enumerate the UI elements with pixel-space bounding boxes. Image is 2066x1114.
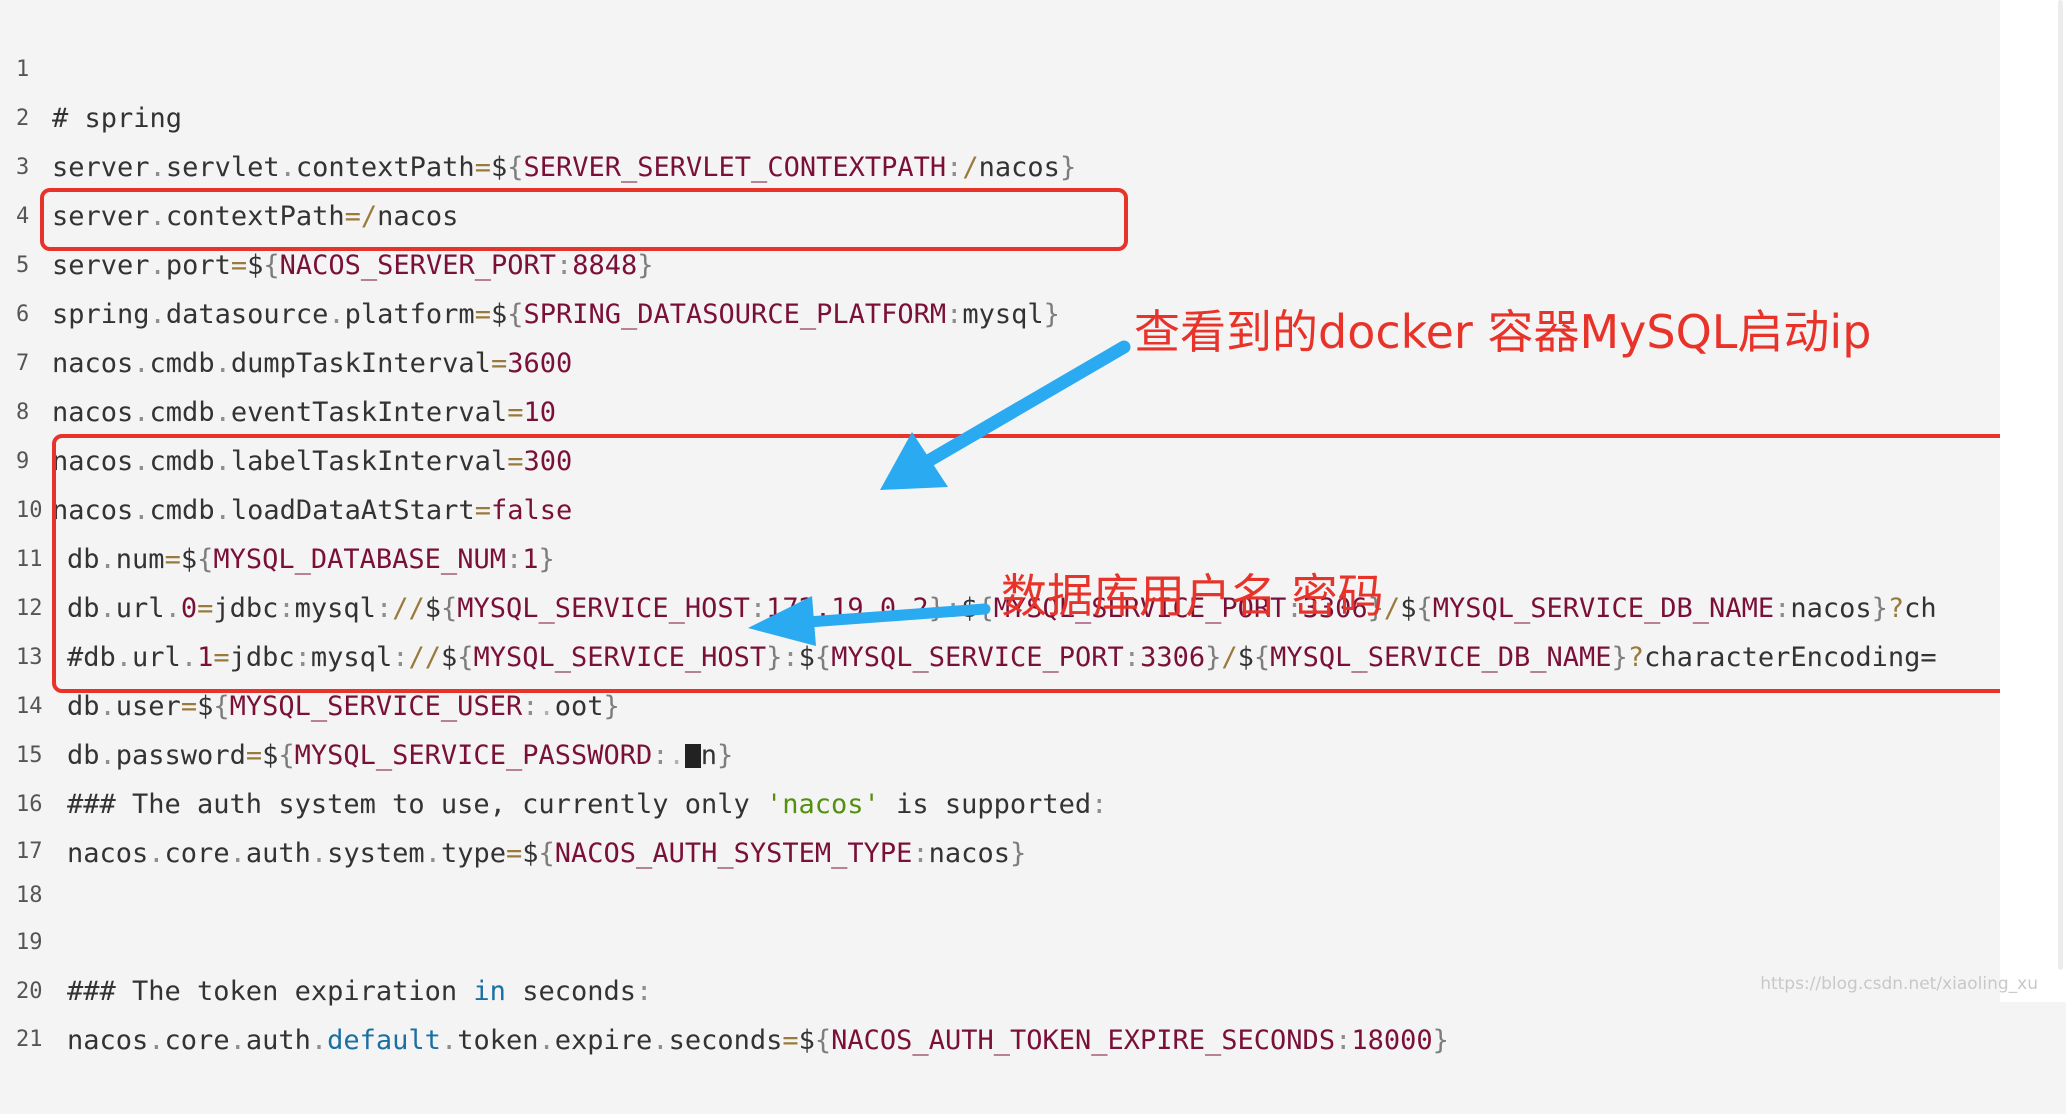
- code-text: nacos.core.auth.system.type=${NACOS_AUTH…: [67, 838, 1027, 869]
- code-line[interactable]: 2 server.servlet.contextPath=${SERVER_SE…: [0, 45, 1076, 183]
- arrow-to-credentials: [748, 596, 991, 646]
- line-number: 4: [16, 204, 30, 229]
- code-text: #db.url.1=jdbc:mysql://${MYSQL_SERVICE_H…: [67, 642, 1937, 673]
- code-text: server.servlet.contextPath=${SERVER_SERV…: [52, 152, 1077, 183]
- code-line[interactable]: 3 server.contextPath=/nacos: [0, 94, 458, 232]
- line-number: 21: [16, 1027, 43, 1052]
- line-number: 3: [16, 155, 30, 180]
- code-line[interactable]: 13 db.user=${MYSQL_SERVICE_USER:.oot}: [0, 584, 620, 722]
- watermark: https://blog.csdn.net/xiaoling_xu: [1760, 974, 2038, 994]
- code-text: nacos.cmdb.loadDataAtStart=false: [52, 495, 573, 526]
- code-line[interactable]: 15 ### The auth system to use, currently…: [0, 682, 1107, 820]
- scrollbar-thumb[interactable]: [2058, 0, 2063, 970]
- code-line[interactable]: 17: [0, 778, 65, 864]
- code-line[interactable]: 5 spring.datasource.platform=${SPRING_DA…: [0, 192, 1060, 330]
- code-text: spring.datasource.platform=${SPRING_DATA…: [52, 299, 1060, 330]
- code-line[interactable]: 18: [0, 822, 65, 908]
- line-number: 6: [16, 302, 30, 327]
- highlight-box-platform: [40, 188, 1128, 251]
- line-number: 5: [16, 253, 30, 278]
- code-line[interactable]: 12 #db.url.1=jdbc:mysql://${MYSQL_SERVIC…: [0, 535, 1937, 673]
- code-line[interactable]: 7 nacos.cmdb.eventTaskInterval=10: [0, 290, 556, 428]
- code-line[interactable]: 10 db.num=${MYSQL_DATABASE_NUM:1}: [0, 437, 555, 575]
- line-number: 7: [16, 351, 30, 376]
- annotation-credentials-note: 数据库用户名 密码: [1001, 569, 1384, 623]
- code-text: nacos.core.auth.default.token.expire.sec…: [67, 1025, 1449, 1056]
- annotation-ip-note: 查看到的docker 容器MySQL启动ip: [1134, 305, 1872, 359]
- code-text: db.num=${MYSQL_DATABASE_NUM:1}: [67, 544, 555, 575]
- code-text: db.url.0=jdbc:mysql://${MYSQL_SERVICE_HO…: [67, 593, 1937, 624]
- code-text: nacos.cmdb.dumpTaskInterval=3600: [52, 348, 573, 379]
- line-number: 8: [16, 400, 30, 425]
- code-line[interactable]: 14 db.password=${MYSQL_SERVICE_PASSWORD:…: [0, 633, 733, 771]
- code-text: nacos.cmdb.labelTaskInterval=300: [52, 446, 573, 477]
- code-editor[interactable]: 1 # spring 2 server.servlet.contextPath=…: [0, 0, 2022, 1056]
- scrollbar-track[interactable]: [2000, 0, 2066, 1002]
- line-number: 1: [16, 57, 30, 82]
- code-line[interactable]: 8 nacos.cmdb.labelTaskInterval=300: [0, 339, 572, 477]
- code-line[interactable]: 1 # spring: [0, 0, 182, 134]
- text-cursor: [684, 744, 701, 768]
- arrow-to-ip: [880, 340, 1131, 490]
- code-line[interactable]: 6 nacos.cmdb.dumpTaskInterval=3600: [0, 241, 572, 379]
- line-number: 9: [16, 449, 30, 474]
- code-text: nacos.cmdb.eventTaskInterval=10: [52, 397, 556, 428]
- annotation-arrows: [748, 340, 1131, 646]
- code-text: db.password=${MYSQL_SERVICE_PASSWORD:.n}: [67, 740, 734, 771]
- code-line[interactable]: 11 db.url.0=jdbc:mysql://${MYSQL_SERVICE…: [0, 486, 1937, 624]
- comment-text: # spring: [52, 103, 183, 134]
- code-line[interactable]: 16 nacos.core.auth.system.type=${NACOS_A…: [0, 731, 1026, 869]
- line-number: 2: [16, 106, 30, 131]
- code-text: server.port=${NACOS_SERVER_PORT:8848}: [52, 250, 654, 281]
- code-text: db.user=${MYSQL_SERVICE_USER:.oot}: [67, 691, 620, 722]
- code-text: server.contextPath=/nacos: [52, 201, 459, 232]
- comment-text: ### The auth system to use, currently on…: [67, 789, 1108, 820]
- code-line[interactable]: 4 server.port=${NACOS_SERVER_PORT:8848}: [0, 143, 654, 281]
- code-line[interactable]: 9 nacos.cmdb.loadDataAtStart=false: [0, 388, 572, 526]
